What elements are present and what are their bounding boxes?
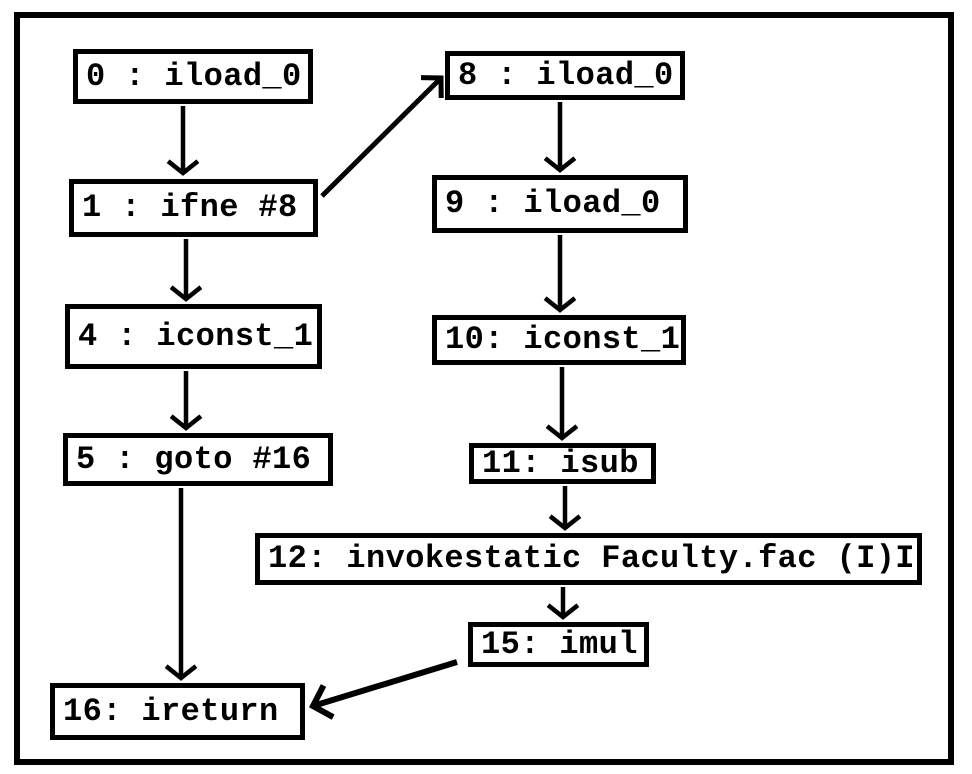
- node-15-imul: 15: imul: [468, 622, 649, 667]
- arrowhead-9-10: [543, 296, 577, 313]
- edge-8-9: [543, 102, 577, 173]
- edge-11-12: [548, 486, 582, 531]
- node-9-iload_0: 9 : iload_0: [432, 175, 688, 233]
- edge-15-16: [309, 659, 458, 720]
- arrowhead-0-1: [166, 159, 200, 176]
- arrowhead-11-12: [548, 514, 582, 531]
- edge-12-15: [546, 587, 580, 620]
- arrowhead-1-4: [169, 285, 203, 302]
- arrowhead-1-8: [420, 75, 444, 99]
- arrowhead-4-5: [169, 414, 203, 431]
- outer-frame: [14, 12, 954, 765]
- node-11-isub: 11: isub: [469, 443, 656, 484]
- edge-5-16: [164, 488, 198, 681]
- edge-1-8: [320, 75, 444, 198]
- arrowhead-10-11: [545, 424, 579, 441]
- node-4-iconst_1: 4 : iconst_1: [65, 304, 322, 369]
- node-16-ireturn: 16: ireturn: [50, 683, 305, 740]
- edge-9-10: [543, 235, 577, 313]
- node-8-iload_0: 8 : iload_0: [445, 51, 685, 100]
- edge-10-11: [545, 367, 579, 441]
- arrowhead-8-9: [543, 156, 577, 173]
- arrowhead-12-15: [546, 603, 580, 620]
- node-12-invokestatic: 12: invokestatic Faculty.fac (I)I: [255, 533, 922, 585]
- node-0-iload_0: 0 : iload_0: [73, 49, 313, 104]
- arrowhead-15-16: [309, 684, 335, 720]
- arrowhead-5-16: [164, 664, 198, 681]
- node-10-iconst_1: 10: iconst_1: [432, 315, 686, 365]
- node-5-goto: 5 : goto #16: [63, 433, 333, 486]
- edge-1-4: [169, 239, 203, 302]
- edge-4-5: [169, 371, 203, 431]
- node-1-ifne: 1 : ifne #8: [69, 179, 318, 237]
- edge-0-1: [166, 106, 200, 176]
